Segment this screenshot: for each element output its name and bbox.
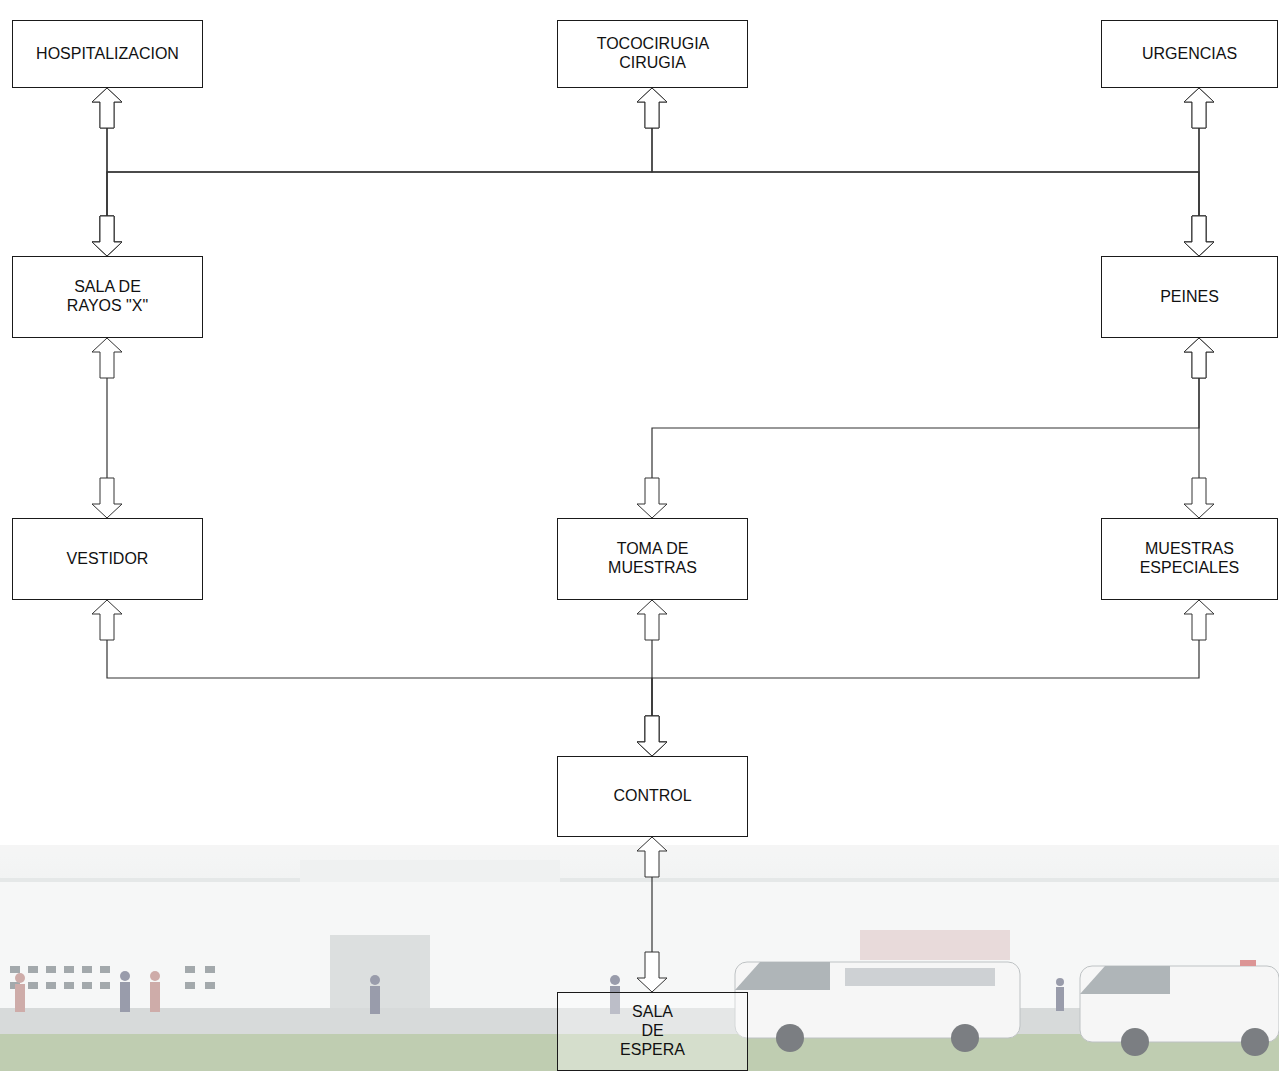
connector-heads	[637, 338, 1214, 518]
block-arrowhead	[92, 216, 122, 256]
block-arrowhead	[1184, 216, 1214, 256]
area-box: URGENCIAS	[1101, 20, 1278, 88]
block-arrowhead	[92, 88, 122, 128]
area-label: URGENCIAS	[1142, 45, 1237, 64]
area-box: CONTROL	[557, 756, 748, 837]
area-label: TOCOCIRUGIA CIRUGIA	[597, 35, 709, 73]
area-label: CONTROL	[613, 787, 691, 806]
block-arrowhead	[1184, 216, 1214, 256]
block-arrowhead	[92, 478, 122, 518]
block-arrowhead	[92, 600, 122, 640]
connector-heads	[637, 837, 667, 992]
connector-line	[652, 600, 1199, 756]
area-label: SALA DE RAYOS "X"	[58, 278, 158, 316]
area-label: TOMA DE MUESTRAS	[603, 540, 703, 578]
area-label: VESTIDOR	[67, 550, 149, 569]
connector-heads	[92, 600, 667, 756]
block-arrowhead	[637, 716, 667, 756]
block-arrowhead	[92, 216, 122, 256]
flow-connector	[107, 88, 1199, 256]
connector-heads	[92, 88, 1214, 256]
block-arrowhead	[1184, 338, 1214, 378]
area-box: SALA DE ESPERA	[557, 992, 748, 1071]
flow-connector	[652, 338, 1199, 518]
block-arrowhead	[1184, 600, 1214, 640]
area-box: VESTIDOR	[12, 518, 203, 600]
connector-line	[107, 88, 1199, 256]
flow-connector	[107, 600, 652, 756]
connector-line	[107, 600, 652, 756]
arrowhead-layer	[92, 88, 1214, 992]
block-arrowhead	[637, 716, 667, 756]
block-arrowhead	[1184, 338, 1214, 378]
area-box: HOSPITALIZACION	[12, 20, 203, 88]
block-arrowhead	[637, 600, 667, 640]
connector-line	[652, 88, 1199, 256]
block-arrowhead	[637, 716, 667, 756]
area-box: TOMA DE MUESTRAS	[557, 518, 748, 600]
connector-line	[107, 88, 1199, 256]
block-arrowhead	[1184, 88, 1214, 128]
area-label: SALA DE ESPERA	[620, 1003, 685, 1060]
area-box: PEINES	[1101, 256, 1278, 338]
connector-heads	[637, 88, 1214, 256]
block-arrowhead	[92, 338, 122, 378]
area-label: HOSPITALIZACION	[36, 45, 179, 64]
block-arrowhead	[637, 88, 667, 128]
connector-heads	[92, 88, 122, 256]
connector-heads	[1184, 338, 1214, 518]
block-arrowhead	[1184, 88, 1214, 128]
block-arrowhead	[637, 952, 667, 992]
flow-connector	[107, 88, 1199, 256]
connector-heads	[1184, 88, 1214, 256]
block-arrowhead	[92, 88, 122, 128]
flow-connector	[652, 600, 1199, 756]
block-arrowhead	[1184, 478, 1214, 518]
connector-heads	[637, 600, 667, 756]
flow-connector	[652, 88, 1199, 256]
block-arrowhead	[637, 837, 667, 877]
area-box: SALA DE RAYOS "X"	[12, 256, 203, 338]
area-box: TOCOCIRUGIA CIRUGIA	[557, 20, 748, 88]
connector-heads	[637, 600, 1214, 756]
block-arrowhead	[637, 478, 667, 518]
connector-heads	[92, 88, 667, 256]
block-arrowhead	[92, 216, 122, 256]
area-box: MUESTRAS ESPECIALES	[1101, 518, 1278, 600]
area-label: PEINES	[1160, 288, 1219, 307]
area-label: MUESTRAS ESPECIALES	[1140, 540, 1240, 578]
block-arrowhead	[637, 88, 667, 128]
connector-heads	[92, 338, 122, 518]
connector-heads	[92, 88, 1214, 256]
connector-line	[652, 338, 1199, 518]
block-arrowhead	[1184, 216, 1214, 256]
